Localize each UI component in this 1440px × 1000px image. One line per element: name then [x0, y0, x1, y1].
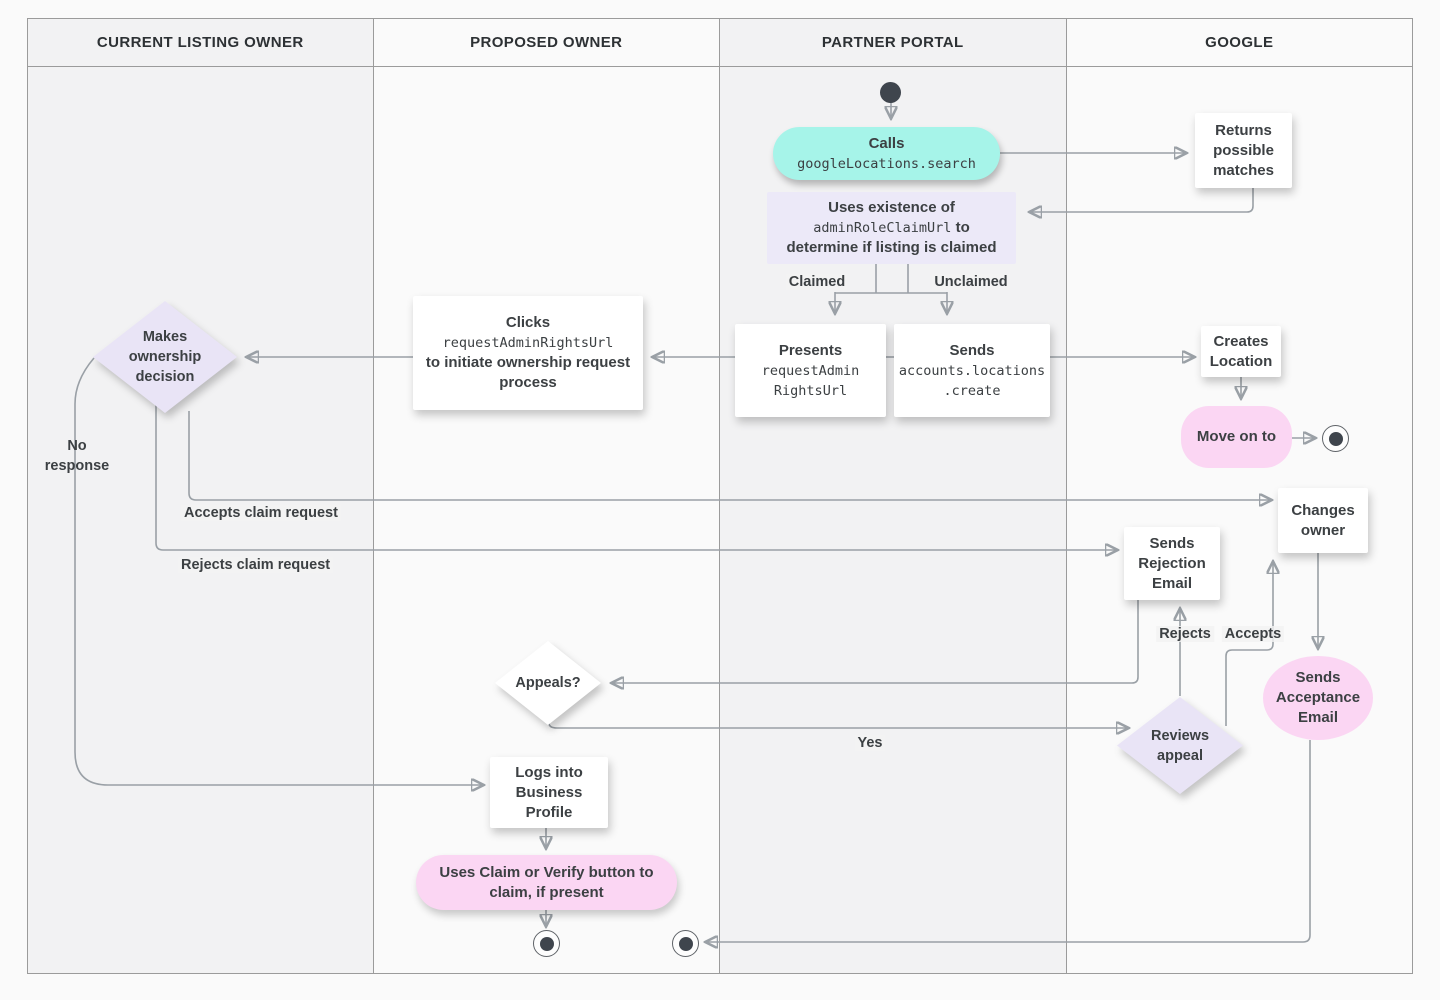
end-node-acceptance	[672, 930, 699, 957]
node-title: Calls	[868, 134, 905, 152]
note-line2-suffix: to	[955, 219, 970, 236]
decision-appeals: Appeals?	[495, 641, 601, 725]
edge-reviews-accepts-up	[1225, 562, 1273, 726]
node-uses-existence-adminroleclaimurl: Uses existence of adminRoleClaimUrl to d…	[767, 192, 1016, 264]
edge-label-rejects-claim-request: Rejects claim request	[178, 557, 334, 573]
node-changes-owner: Changes owner	[1278, 488, 1368, 553]
start-node	[880, 82, 901, 103]
node-text: Creates Location	[1209, 332, 1273, 370]
note-line2: adminRoleClaimUrl to	[813, 218, 970, 238]
node-text: Sends Rejection Email	[1138, 534, 1206, 592]
node-title: Presents	[778, 341, 843, 359]
node-uses-claim-or-verify: Uses Claim or Verify button to claim, if…	[416, 855, 677, 910]
lane-header: CURRENT LISTING OWNER	[28, 19, 373, 67]
lane-header: GOOGLE	[1066, 19, 1412, 67]
note-code: adminRoleClaimUrl	[813, 220, 952, 236]
edge-label-yes: Yes	[854, 735, 886, 751]
edge-label-unclaimed: Unclaimed	[931, 274, 1011, 290]
end-node-dot	[1328, 431, 1343, 446]
edge-appeals-yes	[548, 723, 1128, 728]
node-code: requestAdminRightsUrl	[442, 335, 614, 351]
node-presents-requestadminrightsurl: Presents requestAdmin RightsUrl	[735, 324, 886, 417]
node-sends-acceptance-email: Sends Acceptance Email	[1263, 656, 1373, 740]
node-logs-into-business-profile: Logs into Business Profile	[490, 757, 608, 828]
lane-header: PARTNER PORTAL	[720, 19, 1066, 67]
edge-no-response	[74, 357, 483, 785]
node-code-line2: .create	[943, 382, 1001, 399]
decision-reviews-appeal: Reviews appeal	[1117, 697, 1243, 794]
node-text: Uses Claim or Verify button to claim, if…	[439, 863, 654, 901]
node-text: Move on to	[1196, 428, 1277, 445]
edge-label-accepts-claim-request: Accepts claim request	[181, 505, 341, 521]
edge-label-no-response: No response	[44, 438, 110, 474]
node-text: Sends Acceptance Email	[1275, 669, 1361, 726]
end-node-dot	[539, 936, 554, 951]
node-sends-rejection-email: Sends Rejection Email	[1124, 527, 1220, 600]
node-calls-googlelocations-search: Calls googleLocations.search	[773, 127, 1000, 180]
node-text: to initiate ownership request process	[425, 354, 631, 391]
node-clicks-requestadminrightsurl: Clicks requestAdminRightsUrl to initiate…	[413, 296, 643, 410]
edge-accepts-claim	[188, 411, 1271, 500]
edge-label-rejects: Rejects	[1156, 626, 1214, 642]
node-move-on-to: Move on to	[1181, 406, 1292, 468]
edge-label-accepts: Accepts	[1221, 626, 1285, 642]
note-line1: Uses existence of	[828, 199, 955, 216]
lane-current-listing-owner: CURRENT LISTING OWNER	[27, 18, 374, 974]
node-sends-accounts-locations-create: Sends accounts.locations .create	[894, 324, 1050, 417]
end-node-move-on	[1322, 425, 1349, 452]
edge-rejects-claim	[155, 404, 1117, 550]
lane-header: PROPOSED OWNER	[373, 19, 719, 67]
node-code: googleLocations.search	[797, 155, 976, 172]
end-node-dot	[678, 936, 693, 951]
end-node-claim	[533, 930, 560, 957]
decision-label: Reviews appeal	[1150, 727, 1210, 764]
decision-label: Makes ownership decision	[128, 329, 202, 385]
node-title: Clicks	[505, 314, 551, 331]
node-text: Changes owner	[1291, 501, 1355, 539]
node-code-line1: accounts.locations	[898, 362, 1046, 379]
node-returns-possible-matches: Returns possible matches	[1195, 113, 1292, 188]
node-creates-location: Creates Location	[1201, 326, 1281, 377]
node-text: Logs into Business Profile	[515, 763, 583, 821]
node-title: Sends	[949, 341, 995, 359]
node-code-line1: requestAdmin	[761, 362, 860, 379]
edge-rejection-to-appeals	[612, 600, 1139, 683]
edge-label-claimed: Claimed	[785, 274, 849, 290]
node-code-line2: RightsUrl	[773, 382, 848, 399]
connectors	[74, 102, 1318, 942]
decision-makes-ownership: Makes ownership decision	[93, 301, 237, 413]
edge-acceptance-to-end	[706, 740, 1311, 942]
edge-returns-to-uses	[1030, 188, 1254, 212]
decision-label: Appeals?	[515, 675, 581, 691]
node-text: Returns possible matches	[1213, 121, 1274, 179]
note-line3: determine if listing is claimed	[786, 239, 997, 256]
